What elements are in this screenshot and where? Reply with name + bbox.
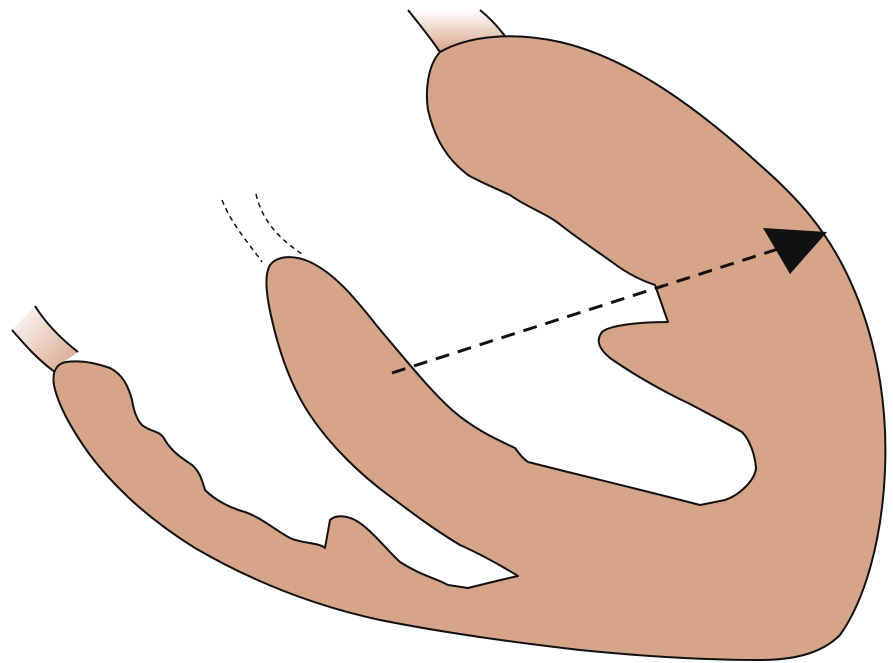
- cut-vessel-line-1: [222, 200, 262, 262]
- left-vessel-stump: [12, 306, 78, 370]
- cut-vessel-line-2: [256, 194, 302, 254]
